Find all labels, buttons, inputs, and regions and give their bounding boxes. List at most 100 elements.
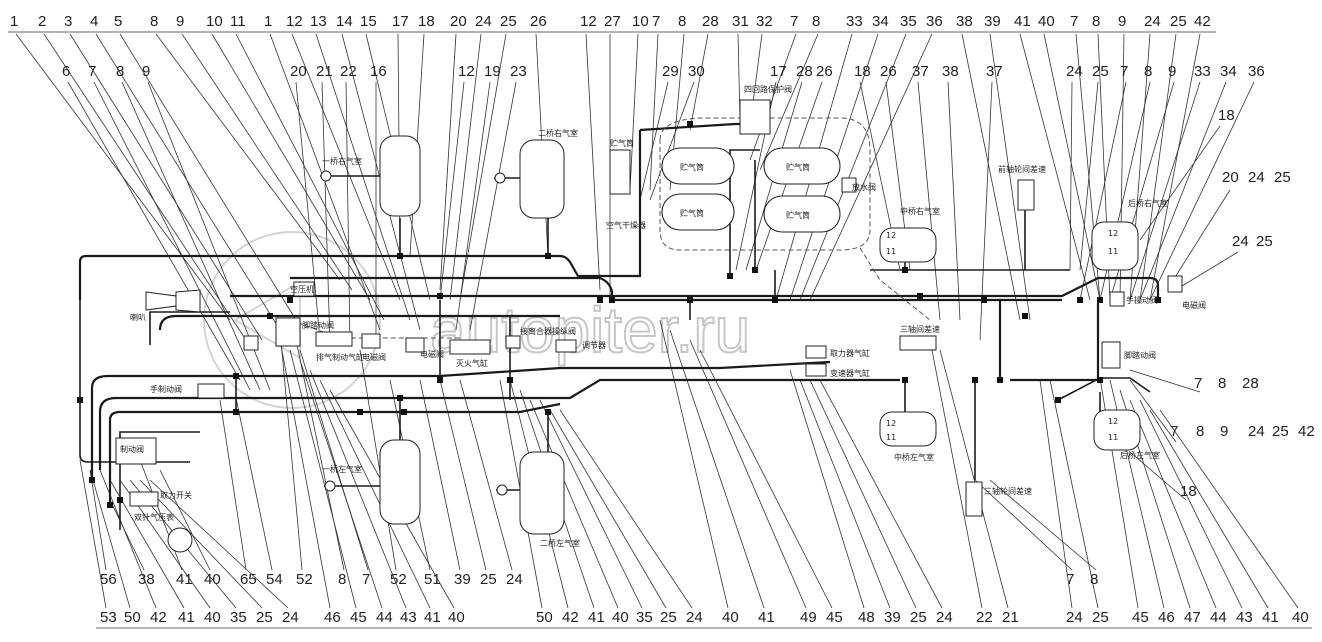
callout-number: 21 [316, 63, 333, 80]
callout-number: 33 [846, 13, 863, 30]
leader-line [321, 81, 331, 346]
pipe-fitting [972, 377, 978, 383]
leader-line [751, 33, 763, 111]
callout-number: 12 [458, 63, 475, 80]
callout-number: 24 [475, 13, 492, 30]
leader-line [809, 379, 917, 609]
relay-valve [115, 437, 157, 465]
leader-line [759, 33, 819, 171]
leader-line [1181, 251, 1239, 287]
callout-number: 40 [1038, 13, 1055, 30]
pto-cylinder [805, 345, 827, 359]
leader-line [109, 499, 145, 571]
callout-number: 7 [790, 13, 798, 30]
leader-line [315, 33, 411, 321]
leader-line [299, 349, 369, 571]
callout-number: 24 [1248, 423, 1265, 440]
gauge-label: 双针气压表 [134, 512, 174, 522]
callout-number: 16 [370, 63, 387, 80]
leader-line [89, 469, 131, 609]
callout-number: 41 [1014, 13, 1031, 30]
wheel-valve-bottom-label: 三轴轮间差速 [984, 486, 1032, 496]
flameout-label: 灭火气缸 [456, 358, 488, 368]
air-tank-1-label: 贮气筒 [680, 162, 704, 172]
leader-line [549, 409, 667, 609]
callout-number: 7 [1194, 375, 1202, 392]
callout-number: 41 [1262, 609, 1279, 626]
leader-line [359, 349, 397, 571]
callout-number: 8 [116, 63, 124, 80]
pipe-fitting [267, 313, 273, 319]
leader-line [345, 81, 351, 346]
callout-number: 47 [1184, 609, 1201, 626]
callout-number: 8 [1144, 63, 1152, 80]
leader-line [181, 33, 353, 291]
leader-line [989, 479, 1097, 571]
pipe-fitting [997, 377, 1003, 383]
callout-number: 43 [1236, 609, 1253, 626]
callout-number: 15 [360, 13, 377, 30]
leader-line [1129, 451, 1187, 501]
wheel-valve-bottom [965, 481, 983, 517]
leader-line [974, 479, 1073, 571]
foot-valve-rear-label: 脚踏动阀 [1124, 350, 1156, 360]
callout-number: 42 [562, 609, 579, 626]
leader-line [79, 459, 107, 609]
callout-number: 28 [1242, 375, 1259, 392]
leader-line [1043, 33, 1101, 301]
pipe-fitting [902, 377, 908, 383]
callout-number: 6 [62, 63, 70, 80]
callout-number: 40 [448, 609, 465, 626]
leader-line [1139, 399, 1243, 609]
leader-line [155, 33, 341, 281]
callout-number: 37 [912, 63, 929, 80]
callout-number: 39 [884, 609, 901, 626]
leader-line [1129, 379, 1177, 443]
callout-number: 54 [266, 571, 283, 588]
rear-left-label: 后桥左气室 [1120, 450, 1160, 460]
callout-number: 8 [678, 13, 686, 30]
callout-number: 11 [230, 13, 246, 30]
air-tank-1 [661, 147, 735, 185]
callout-number: 41 [178, 609, 195, 626]
leader-line [559, 409, 693, 609]
callout-number: 9 [1220, 423, 1228, 440]
regulator-label: 调节器 [582, 341, 606, 350]
leader-line [459, 379, 513, 571]
exhaust-cylinder [315, 331, 353, 347]
solenoid-2 [405, 337, 425, 353]
leader-line [1149, 409, 1269, 609]
pipe-fitting [437, 377, 443, 383]
foot-valve-label: 脚踏动阀 [302, 320, 334, 330]
four-circuit-label: 四回路保护阀 [744, 84, 792, 94]
callout-number: 38 [942, 63, 959, 80]
leader-line [1149, 33, 1201, 301]
mid-right-label: 中桥右气室 [900, 206, 940, 216]
callout-number: 22 [976, 609, 993, 626]
callout-number: 56 [100, 571, 117, 588]
callout-number: 35 [900, 13, 917, 30]
leader-line [649, 81, 695, 201]
callout-number: 13 [310, 13, 327, 30]
leader-line [67, 81, 241, 381]
bridge1-left-label: 一桥左气室 [322, 464, 362, 474]
pipe-fitting [233, 373, 239, 379]
callout-number: 42 [1194, 13, 1211, 30]
callout-number: 23 [510, 63, 527, 80]
callout-number: 42 [1298, 423, 1315, 440]
callout-number: 25 [1092, 609, 1109, 626]
pto-switch-label: 取力开关 [160, 490, 192, 500]
leader-line [585, 33, 601, 291]
callout-number: 24 [282, 609, 299, 626]
gearbox-cylinder [805, 363, 827, 377]
leader-line [299, 359, 383, 609]
foot-valve [275, 317, 301, 347]
wheel-valve-top-label: 前轴轮间差速 [998, 164, 1046, 174]
callout-number: 17 [392, 13, 409, 30]
dryer-body [609, 149, 631, 195]
callout-number: 9 [176, 13, 184, 30]
foot-valve-aux [243, 335, 259, 351]
callout-number: 50 [124, 609, 141, 626]
svg-text:11: 11 [1108, 433, 1118, 442]
